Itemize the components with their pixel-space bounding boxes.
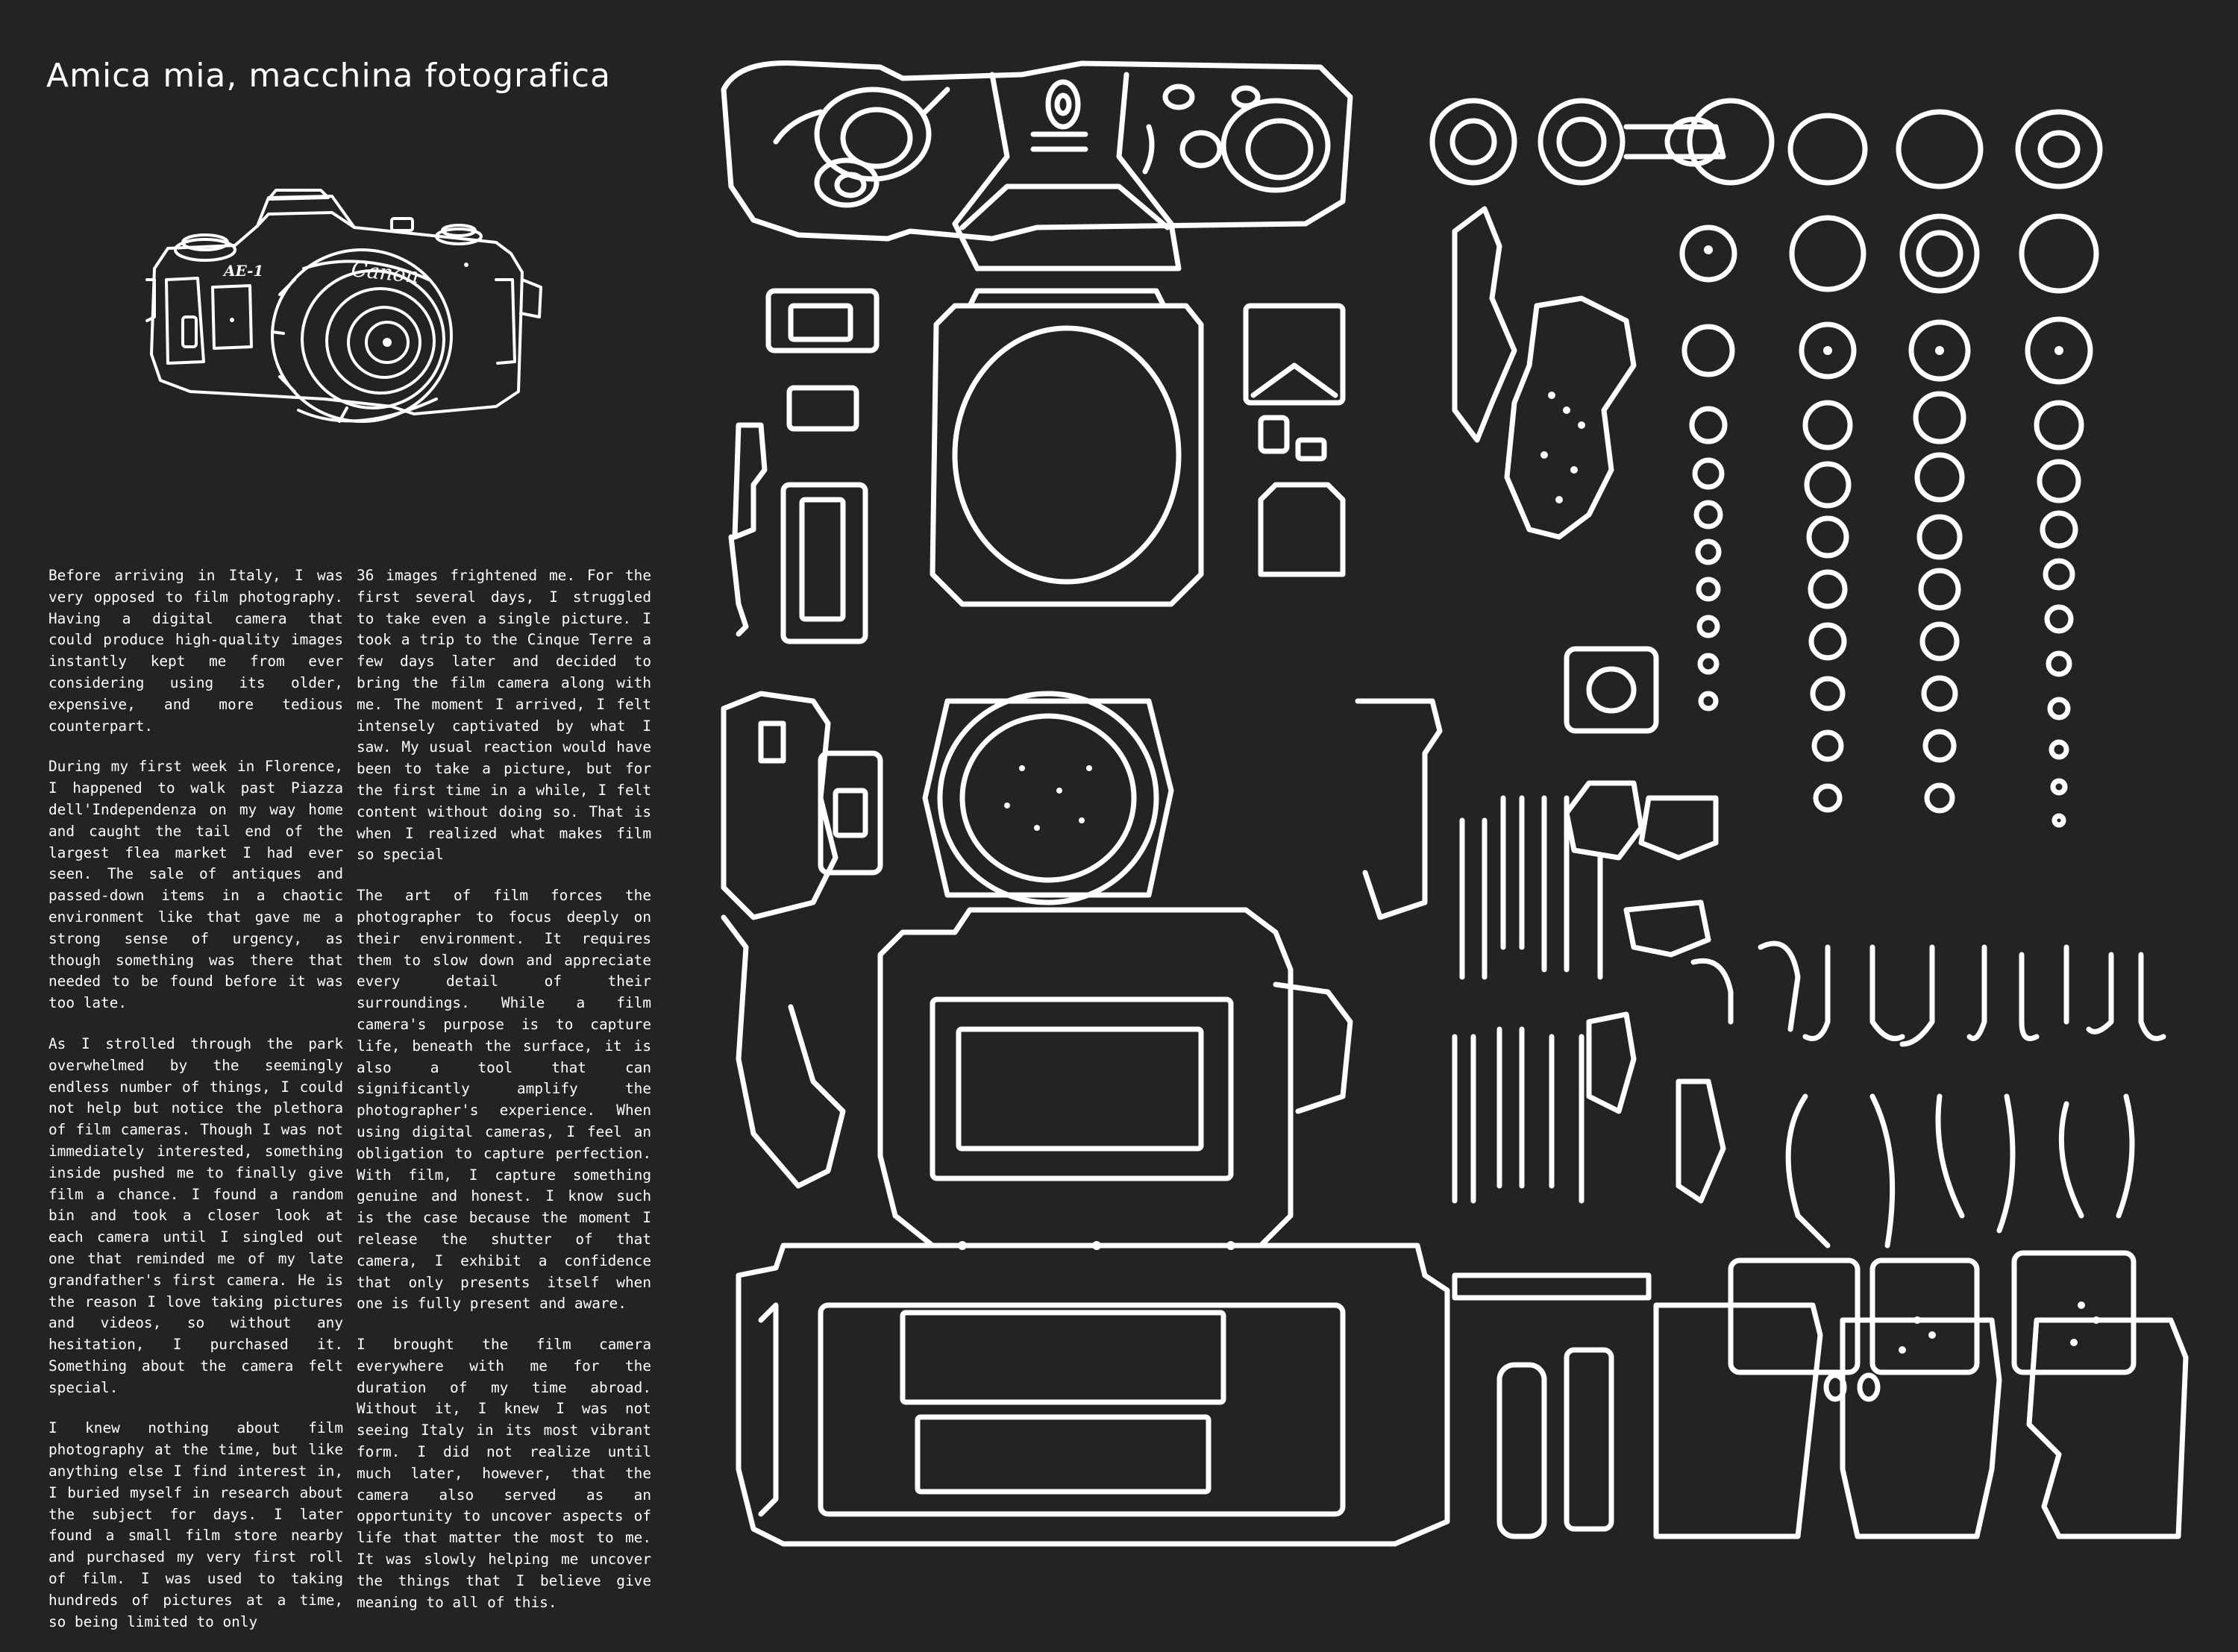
ring-column-2 xyxy=(1789,215,1866,813)
camera-model-text: AE-1 xyxy=(222,262,263,280)
ring-column-4 xyxy=(2019,213,2099,828)
paragraph: I knew nothing about film photography at… xyxy=(48,1419,343,1630)
paragraph: As I strolled through the park overwhelm… xyxy=(48,1034,343,1396)
article-column-1: Before arriving in Italy, I was very opp… xyxy=(48,565,343,1652)
article-column-2: 36 images frightened me. For the first s… xyxy=(357,565,651,1633)
paragraph: I brought the film camera everywhere wit… xyxy=(357,1336,651,1611)
exploded-camera-parts-illustration xyxy=(721,60,2189,1547)
paragraph: Before arriving in Italy, I was very opp… xyxy=(48,567,343,735)
paragraph: During my first week in Florence, I happ… xyxy=(48,758,343,1012)
ring-column-1 xyxy=(1679,224,1737,712)
paragraph: 36 images frightened me. For the first s… xyxy=(357,567,651,864)
paragraph: The art of film forces the photographer … xyxy=(357,887,651,1313)
camera-illustration: Canon AE-1 xyxy=(145,189,542,423)
article-title: Amica mia, macchina fotografica xyxy=(46,57,611,95)
ring-column-3 xyxy=(1899,213,1980,814)
